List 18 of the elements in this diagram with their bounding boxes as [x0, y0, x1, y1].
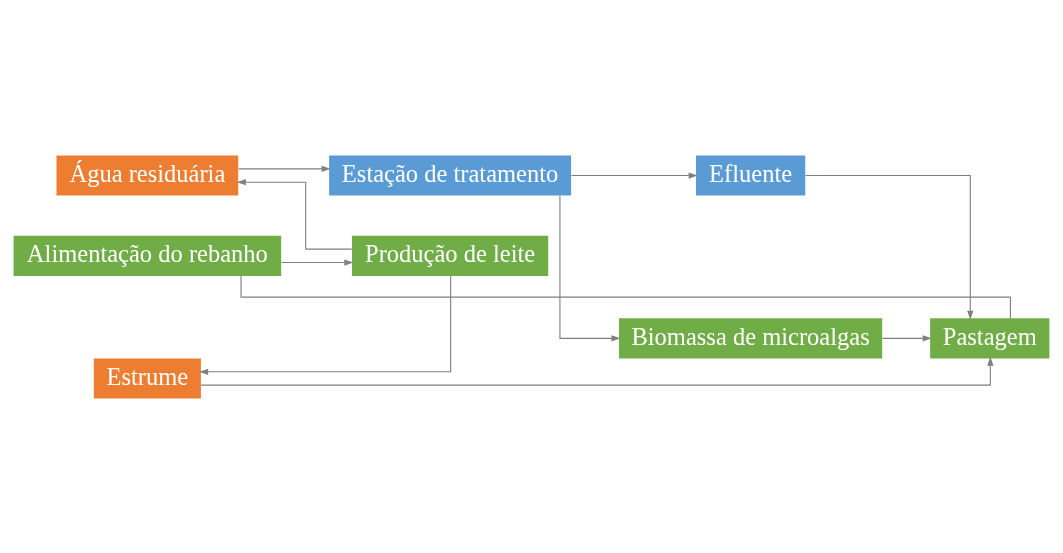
node-box: Biomassa de microalgas	[619, 317, 883, 358]
node-box: Estrume	[93, 357, 201, 399]
node-box: Estação de tratamento	[329, 154, 572, 196]
node-box: Efluente	[695, 154, 806, 196]
node-box: Pastagem	[930, 317, 1050, 358]
node-box: Água residuária	[56, 154, 239, 196]
arrow	[570, 171, 698, 179]
arrow	[236, 178, 353, 250]
arrow	[804, 174, 974, 320]
node-box: Alimentação do rebanho	[13, 235, 282, 276]
node-box: Produção de leite	[352, 235, 549, 276]
arrow	[199, 274, 452, 375]
arrow	[200, 356, 994, 386]
arrow	[280, 258, 354, 266]
arrow	[238, 165, 331, 172]
arrow	[881, 334, 932, 341]
arrow	[559, 194, 621, 341]
connector	[240, 274, 1011, 319]
